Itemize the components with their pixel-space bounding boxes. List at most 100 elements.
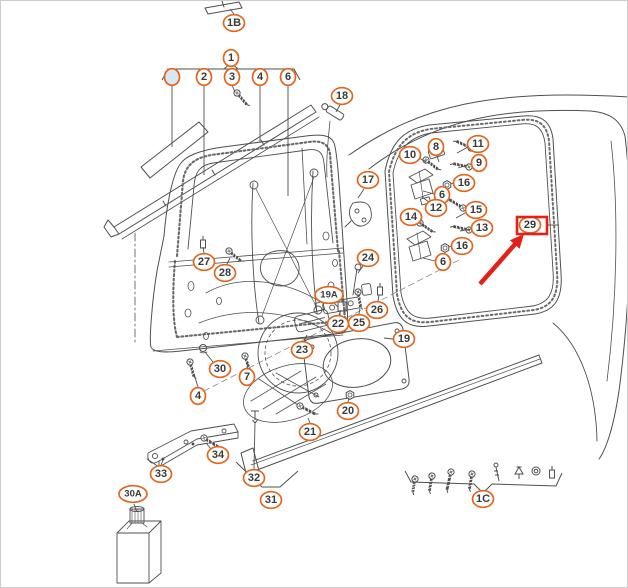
callout-4b[interactable]: 4 — [189, 386, 207, 406]
callout-9[interactable]: 9 — [470, 153, 488, 173]
svg-text:3: 3 — [229, 71, 235, 83]
screw-icon — [467, 470, 476, 493]
leader-line-15 — [455, 212, 466, 219]
callout-1B[interactable]: 1B — [222, 13, 246, 33]
clip-icon — [531, 466, 541, 476]
svg-text:6: 6 — [439, 189, 445, 201]
callout-3[interactable]: 3 — [223, 67, 241, 87]
svg-text:1B: 1B — [227, 17, 241, 29]
callout-17[interactable]: 17 — [356, 170, 380, 190]
screw-icon — [449, 162, 473, 171]
callout-7[interactable]: 7 — [238, 367, 256, 387]
clip-icon — [377, 283, 383, 296]
callout-15[interactable]: 15 — [464, 200, 488, 220]
screw-icon — [446, 198, 467, 212]
callout-11[interactable]: 11 — [466, 134, 490, 154]
screw-icon — [427, 472, 436, 495]
callout-20[interactable]: 20 — [336, 401, 360, 421]
callout-26[interactable]: 26 — [365, 300, 389, 320]
door-pocket-mesh — [243, 363, 333, 423]
sill-strip — [240, 354, 543, 478]
svg-text:30: 30 — [214, 363, 226, 375]
callout-22[interactable]: 22 — [326, 314, 350, 334]
callout-25[interactable]: 25 — [347, 313, 371, 333]
svg-text:2: 2 — [201, 71, 207, 83]
callout-28[interactable]: 28 — [213, 263, 237, 283]
callout-16a[interactable]: 16 — [452, 173, 476, 193]
callout-19[interactable]: 19 — [392, 329, 416, 349]
leader-line-6c — [422, 257, 436, 262]
callout-10[interactable]: 10 — [398, 145, 422, 165]
callout-2[interactable]: 2 — [195, 67, 213, 87]
callout-33[interactable]: 33 — [149, 464, 173, 484]
clip-icon — [549, 466, 555, 479]
leader-line-19A — [333, 302, 339, 308]
fastener-glyphs — [186, 89, 555, 496]
screw-icon — [449, 224, 473, 234]
plug-30-icon — [199, 344, 208, 354]
callout-12[interactable]: 12 — [424, 198, 448, 218]
svg-text:12: 12 — [430, 202, 442, 214]
nut-icon — [345, 390, 355, 400]
leader-line-33 — [160, 459, 164, 466]
leader-line-8 — [436, 155, 440, 163]
handle-rod-24-icon — [352, 263, 372, 296]
leader-line-32 — [253, 421, 256, 470]
callout-21[interactable]: 21 — [298, 422, 322, 442]
leader-line-6b — [422, 190, 435, 195]
callout-18[interactable]: 18 — [330, 86, 354, 106]
svg-text:28: 28 — [219, 267, 231, 279]
callout-14[interactable]: 14 — [399, 207, 423, 227]
leader-line-25 — [358, 307, 361, 315]
svg-text:25: 25 — [353, 317, 365, 329]
highlight-arrowhead — [509, 234, 524, 249]
svg-text:19A: 19A — [320, 290, 338, 301]
leader-line-12 — [421, 196, 430, 203]
highlighted-callout-29[interactable]: 29 — [515, 215, 559, 236]
leader-line-26 — [377, 294, 380, 302]
svg-text:27: 27 — [198, 256, 210, 268]
callout-8[interactable]: 8 — [427, 137, 445, 157]
screw-icon — [296, 402, 319, 416]
svg-text:16: 16 — [456, 240, 468, 252]
svg-text:15: 15 — [470, 204, 482, 216]
svg-text:24: 24 — [362, 252, 375, 264]
callout-23[interactable]: 23 — [290, 340, 314, 360]
svg-text:10: 10 — [404, 149, 416, 161]
callout-13[interactable]: 13 — [470, 218, 494, 238]
callout-1[interactable]: 1 — [222, 48, 240, 68]
svg-text:20: 20 — [342, 405, 354, 417]
callout-19A[interactable]: 19A — [314, 285, 344, 305]
callout-27[interactable]: 27 — [192, 252, 216, 272]
callout-30A[interactable]: 30A — [118, 484, 148, 504]
svg-text:11: 11 — [472, 138, 484, 150]
callout-4a[interactable]: 4 — [251, 67, 269, 87]
svg-text:33: 33 — [155, 468, 167, 480]
svg-text:21: 21 — [304, 426, 316, 438]
callout-34[interactable]: 34 — [206, 445, 230, 465]
callout-6c[interactable]: 6 — [434, 252, 452, 272]
svg-text:9: 9 — [476, 157, 482, 169]
callout-24[interactable]: 24 — [356, 248, 380, 268]
svg-text:6: 6 — [440, 256, 446, 268]
leader-line-13 — [459, 228, 472, 232]
callout-16b[interactable]: 16 — [450, 236, 474, 256]
svg-text:4: 4 — [257, 71, 264, 83]
svg-text:22: 22 — [332, 318, 344, 330]
lubricant-bottle-30a-icon — [116, 506, 162, 584]
window-trim-strips — [103, 104, 320, 344]
callout-31[interactable]: 31 — [259, 490, 283, 510]
highlight-box — [515, 215, 549, 236]
callout-blank[interactable] — [163, 67, 181, 87]
callout-30[interactable]: 30 — [208, 359, 232, 379]
svg-text:18: 18 — [336, 90, 348, 102]
callout-1C[interactable]: 1C — [471, 489, 495, 509]
callout-6a[interactable]: 6 — [279, 67, 297, 87]
leader-line-21 — [307, 417, 311, 424]
svg-text:32: 32 — [248, 472, 260, 484]
svg-text:17: 17 — [362, 174, 374, 186]
screw-icon — [410, 475, 419, 496]
callout-32[interactable]: 32 — [242, 468, 266, 488]
